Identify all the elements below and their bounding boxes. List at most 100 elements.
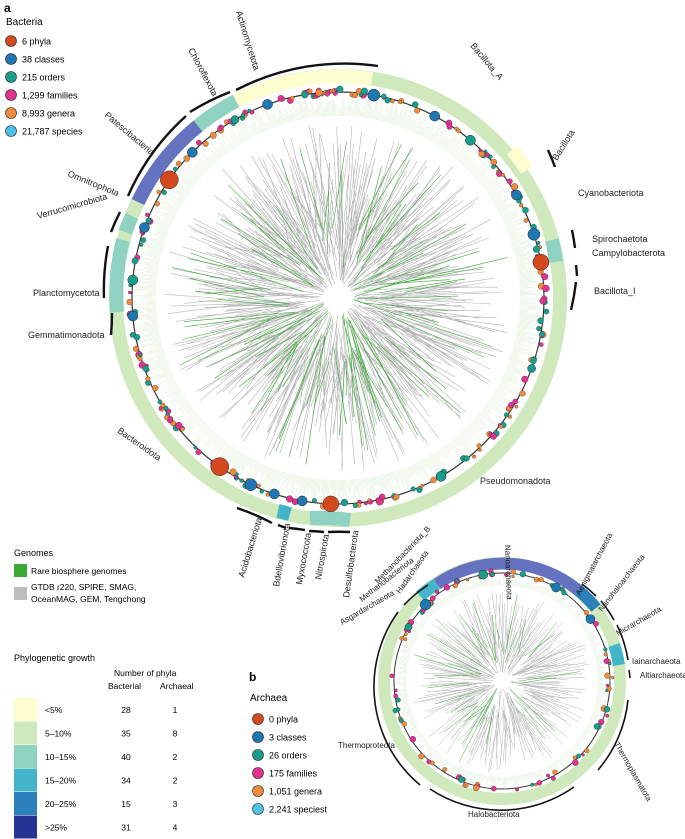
taxon-node	[593, 620, 599, 627]
phylum-label: Bdellovibrionota	[271, 523, 292, 588]
taxon-node	[477, 447, 482, 452]
growth-arch-count: 2	[173, 776, 178, 786]
taxon-node	[488, 432, 493, 436]
bacteria-legend-dot	[5, 71, 17, 83]
phylum-label: Nitrospirota	[313, 533, 331, 580]
taxon-node	[195, 448, 202, 456]
growth-bact-count: 35	[121, 729, 131, 739]
taxon-node-large	[210, 457, 230, 476]
rare-label: Rare biosphere genomes	[31, 566, 126, 576]
phylum-label: Myxococcota	[294, 532, 313, 585]
taxon-node	[503, 412, 509, 418]
taxon-node	[157, 399, 163, 405]
taxon-node	[163, 405, 169, 411]
taxon-node	[384, 97, 391, 104]
taxon-node	[604, 672, 611, 679]
taxon-node-large	[435, 471, 447, 482]
taxon-node	[434, 589, 440, 594]
taxon-node	[138, 352, 143, 357]
taxon-node-large	[511, 189, 522, 201]
taxon-node	[519, 571, 526, 578]
bacteria-legend-label: 215 orders	[22, 73, 66, 83]
taxon-node	[572, 759, 579, 766]
growth-arch-count: 1	[173, 705, 178, 715]
number-header: Number of phyla	[114, 668, 177, 678]
growth-ring-b	[378, 557, 626, 805]
phylum-label: Actinomycetota	[234, 10, 262, 72]
growth-bact-count: 31	[121, 823, 131, 833]
taxon-node	[603, 652, 608, 657]
taxon-node	[229, 468, 237, 476]
archaea-legend-label: 175 families	[269, 769, 318, 779]
taxon-node	[504, 572, 509, 578]
growth-arch-count: 4	[173, 823, 178, 833]
taxon-node	[128, 290, 132, 295]
taxon-node	[139, 242, 144, 247]
taxon-node	[603, 647, 608, 652]
archaea-tree: Nanoarchaeota Aenigmatarchaeota Nanohalo…	[338, 524, 685, 819]
gtdb-swatch	[14, 587, 27, 600]
taxon-node	[552, 769, 558, 775]
archaea-legend-dot	[252, 767, 264, 779]
taxon-node	[476, 443, 482, 449]
phylum-label: Altiarchaeota	[640, 671, 685, 680]
taxon-node	[131, 257, 139, 265]
taxon-node	[463, 455, 470, 462]
taxon-node	[541, 273, 549, 280]
taxon-node	[151, 384, 159, 392]
taxon-node	[519, 203, 524, 208]
bacteria-legend-label: 38 classes	[22, 55, 65, 65]
archaea-legend-dot	[252, 803, 264, 815]
taxon-node	[490, 158, 498, 166]
taxon-node	[202, 141, 209, 147]
taxon-node	[511, 574, 515, 579]
taxon-node	[458, 776, 465, 783]
growth-arch-count: 3	[173, 799, 178, 809]
taxon-node	[137, 356, 143, 362]
taxon-node	[394, 688, 398, 693]
phylum-label: Spirochaetota	[592, 234, 648, 244]
taxon-node	[403, 637, 408, 642]
taxon-node	[395, 697, 401, 703]
taxon-node	[430, 476, 437, 484]
taxon-node	[543, 308, 550, 315]
taxon-node	[239, 478, 244, 483]
taxon-node	[158, 406, 163, 410]
taxon-node	[584, 748, 590, 754]
taxon-node	[257, 483, 261, 488]
taxon-node	[352, 503, 358, 509]
taxon-node	[608, 661, 612, 666]
taxon-node	[145, 212, 150, 217]
bacteria-legend-label: 6 phyla	[22, 37, 51, 47]
taxon-node	[561, 589, 567, 596]
phylum-arcs	[102, 62, 579, 534]
taxon-node	[145, 376, 151, 382]
taxon-node	[522, 206, 529, 214]
taxon-node	[398, 717, 404, 723]
phylum-label: Thermoproteota	[338, 741, 395, 750]
taxon-node	[360, 87, 368, 95]
taxon-node	[167, 416, 174, 422]
growth-swatch	[14, 721, 37, 745]
taxon-node	[490, 572, 495, 577]
growth-bact-count: 34	[121, 776, 131, 786]
taxon-node	[538, 577, 544, 583]
phylum-label: Planctomycetota	[33, 288, 100, 298]
growth-ring	[109, 69, 567, 527]
taxon-node	[605, 683, 610, 687]
growth-bact-count: 28	[121, 705, 131, 715]
growth-swatch	[14, 745, 37, 768]
taxon-node	[193, 445, 198, 450]
taxon-node	[539, 342, 544, 347]
phylum-label: Chloroflexota	[186, 46, 220, 98]
taxon-node	[126, 299, 133, 306]
taxon-node	[301, 91, 309, 99]
taxon-node	[519, 390, 526, 397]
phylum-label: Verrucomicrobiota	[36, 191, 108, 221]
bacteria-legend-label: 21,787 species	[22, 127, 83, 137]
taxon-node	[393, 493, 400, 500]
taxon-node	[537, 317, 544, 324]
phylum-label: Bacillota	[550, 128, 577, 162]
